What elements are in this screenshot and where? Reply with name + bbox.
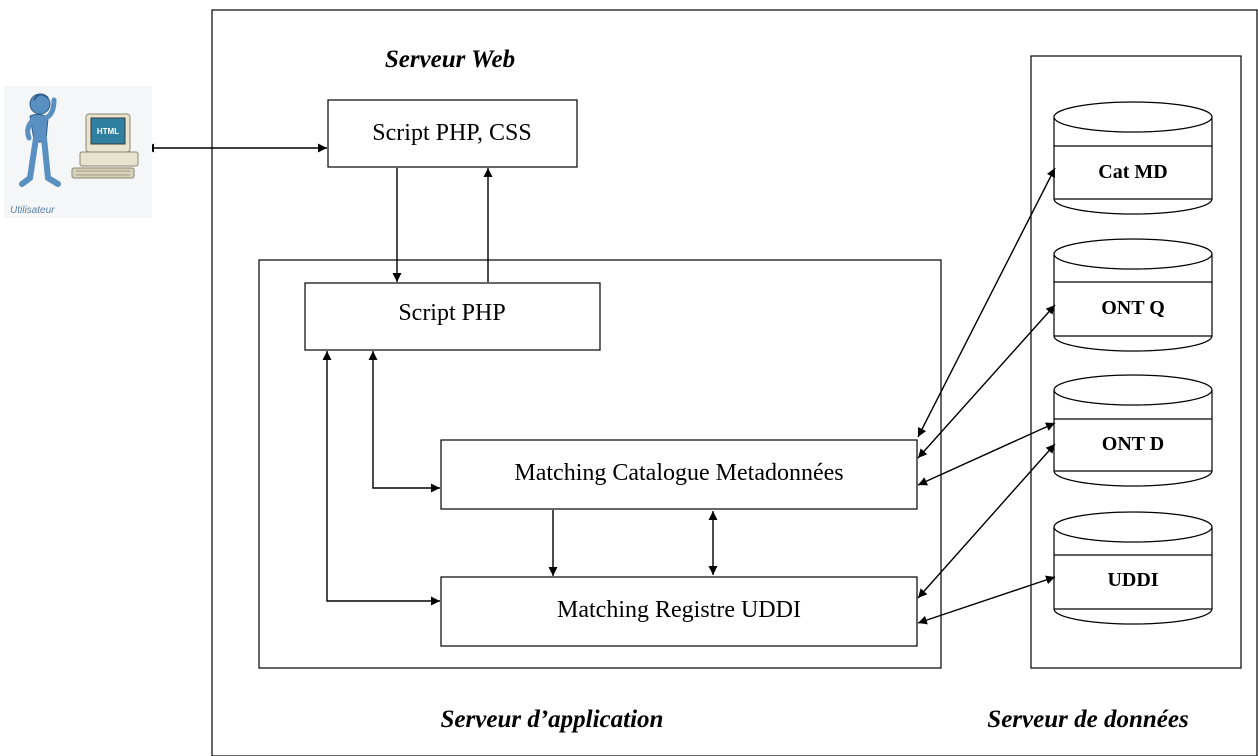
svg-text:ONT Q: ONT Q: [1101, 297, 1165, 319]
svg-text:Script PHP, CSS: Script PHP, CSS: [372, 120, 531, 146]
database-uddi: UDDI: [1053, 511, 1213, 625]
arrow-catalogue-ontd: [917, 422, 1056, 486]
arrow-catalogue-catmd: [917, 167, 1056, 438]
person-icon: [19, 93, 61, 187]
data-server-title: Serveur de données: [987, 706, 1188, 733]
svg-text:ONT D: ONT D: [1102, 433, 1164, 455]
arrow-uddi-uddidb: [917, 575, 1056, 625]
box-script-php-css: Script PHP, CSS: [327, 99, 578, 168]
web-server-frame: [211, 9, 1258, 756]
svg-text:HTML: HTML: [97, 127, 119, 136]
application-server-title: Serveur d’application: [441, 706, 664, 733]
svg-text:Cat MD: Cat MD: [1098, 161, 1167, 183]
arrow-php-catalogue: [368, 351, 440, 493]
box-script-php: Script PHP: [304, 282, 601, 351]
svg-text:Script PHP: Script PHP: [398, 300, 505, 326]
svg-text:Matching Catalogue Metadonnées: Matching Catalogue Metadonnées: [514, 460, 843, 486]
box-matching-catalogue: Matching Catalogue Metadonnées: [440, 439, 918, 510]
computer-icon: HTML: [71, 113, 139, 179]
box-matching-uddi: Matching Registre UDDI: [440, 576, 918, 647]
web-server-title: Serveur Web: [385, 46, 515, 73]
database-ont-d: ONT D: [1053, 374, 1213, 487]
database-cat-md: Cat MD: [1053, 101, 1213, 215]
svg-text:UDDI: UDDI: [1107, 569, 1158, 591]
arrow-uddi-ontd: [917, 443, 1056, 599]
svg-text:Matching Registre UDDI: Matching Registre UDDI: [557, 597, 801, 623]
user-illustration: HTML Utilisateur: [4, 86, 152, 218]
arrow-catalogue-ontq: [917, 304, 1056, 459]
database-ont-q: ONT Q: [1053, 238, 1213, 352]
user-label: Utilisateur: [10, 205, 55, 216]
arrow-php-uddi: [322, 351, 440, 606]
